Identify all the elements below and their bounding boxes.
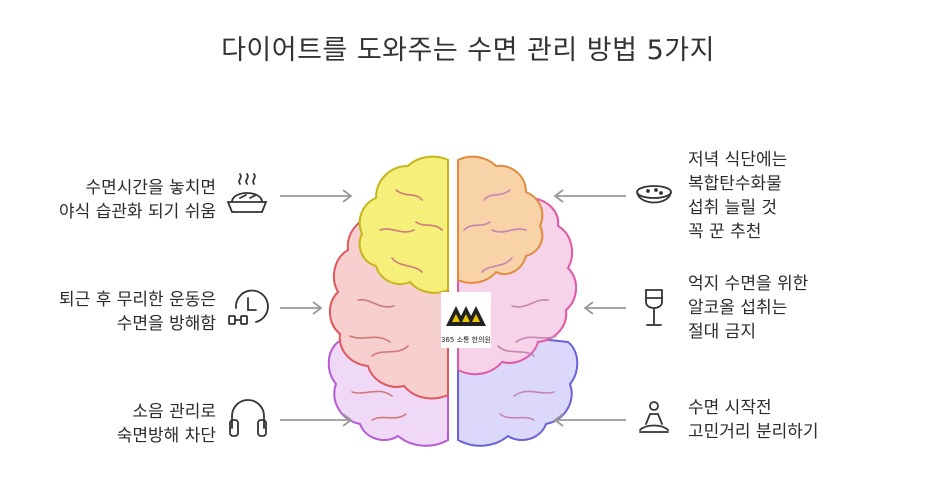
arrow-left-1: [280, 189, 353, 203]
arrow-right-1: [553, 189, 626, 203]
headphones-icon: [229, 399, 267, 437]
brain-left-hemisphere: [327, 155, 449, 447]
wine-glass-icon: [645, 289, 663, 326]
arrows: [280, 189, 626, 427]
pie-icon: [226, 173, 268, 213]
brain-left-top-lobe: [358, 155, 449, 294]
brain-left-folds: [349, 189, 443, 421]
label-left-1: 수면시간을 놓치면 야식 습관화 되기 쉬움: [59, 178, 216, 222]
arrow-right-3: [553, 413, 626, 427]
brain-right-folds: [463, 189, 557, 421]
clinic-logo: [441, 292, 491, 348]
label-left-3: 소음 관리로 숙면방해 차단: [116, 402, 216, 446]
page-title: 다이어트를 도와주는 수면 관리 방법 5가지: [221, 35, 715, 66]
arrow-left-3: [280, 413, 353, 427]
label-right-1: 저녁 식단에는 복합탄수화물 섭취 늘릴 것 꼭 꾼 추천: [688, 150, 788, 242]
label-right-2: 억지 수면을 위한 알코올 섭취는 절대 금지: [688, 274, 809, 342]
meditation-icon: [639, 401, 669, 433]
arrow-left-2: [280, 301, 323, 315]
workout-timer-icon: [228, 289, 269, 325]
clinic-logo-text: 365 소통 한의원: [440, 336, 491, 344]
label-right-3: 수면 시작전 고민거리 분리하기: [688, 398, 819, 442]
arrow-right-2: [583, 301, 626, 315]
bowl-icon: [636, 185, 672, 204]
brain-right-top-lobe: [457, 155, 544, 284]
label-left-2: 퇴근 후 무리한 운동은 수면을 방해함: [59, 290, 216, 334]
